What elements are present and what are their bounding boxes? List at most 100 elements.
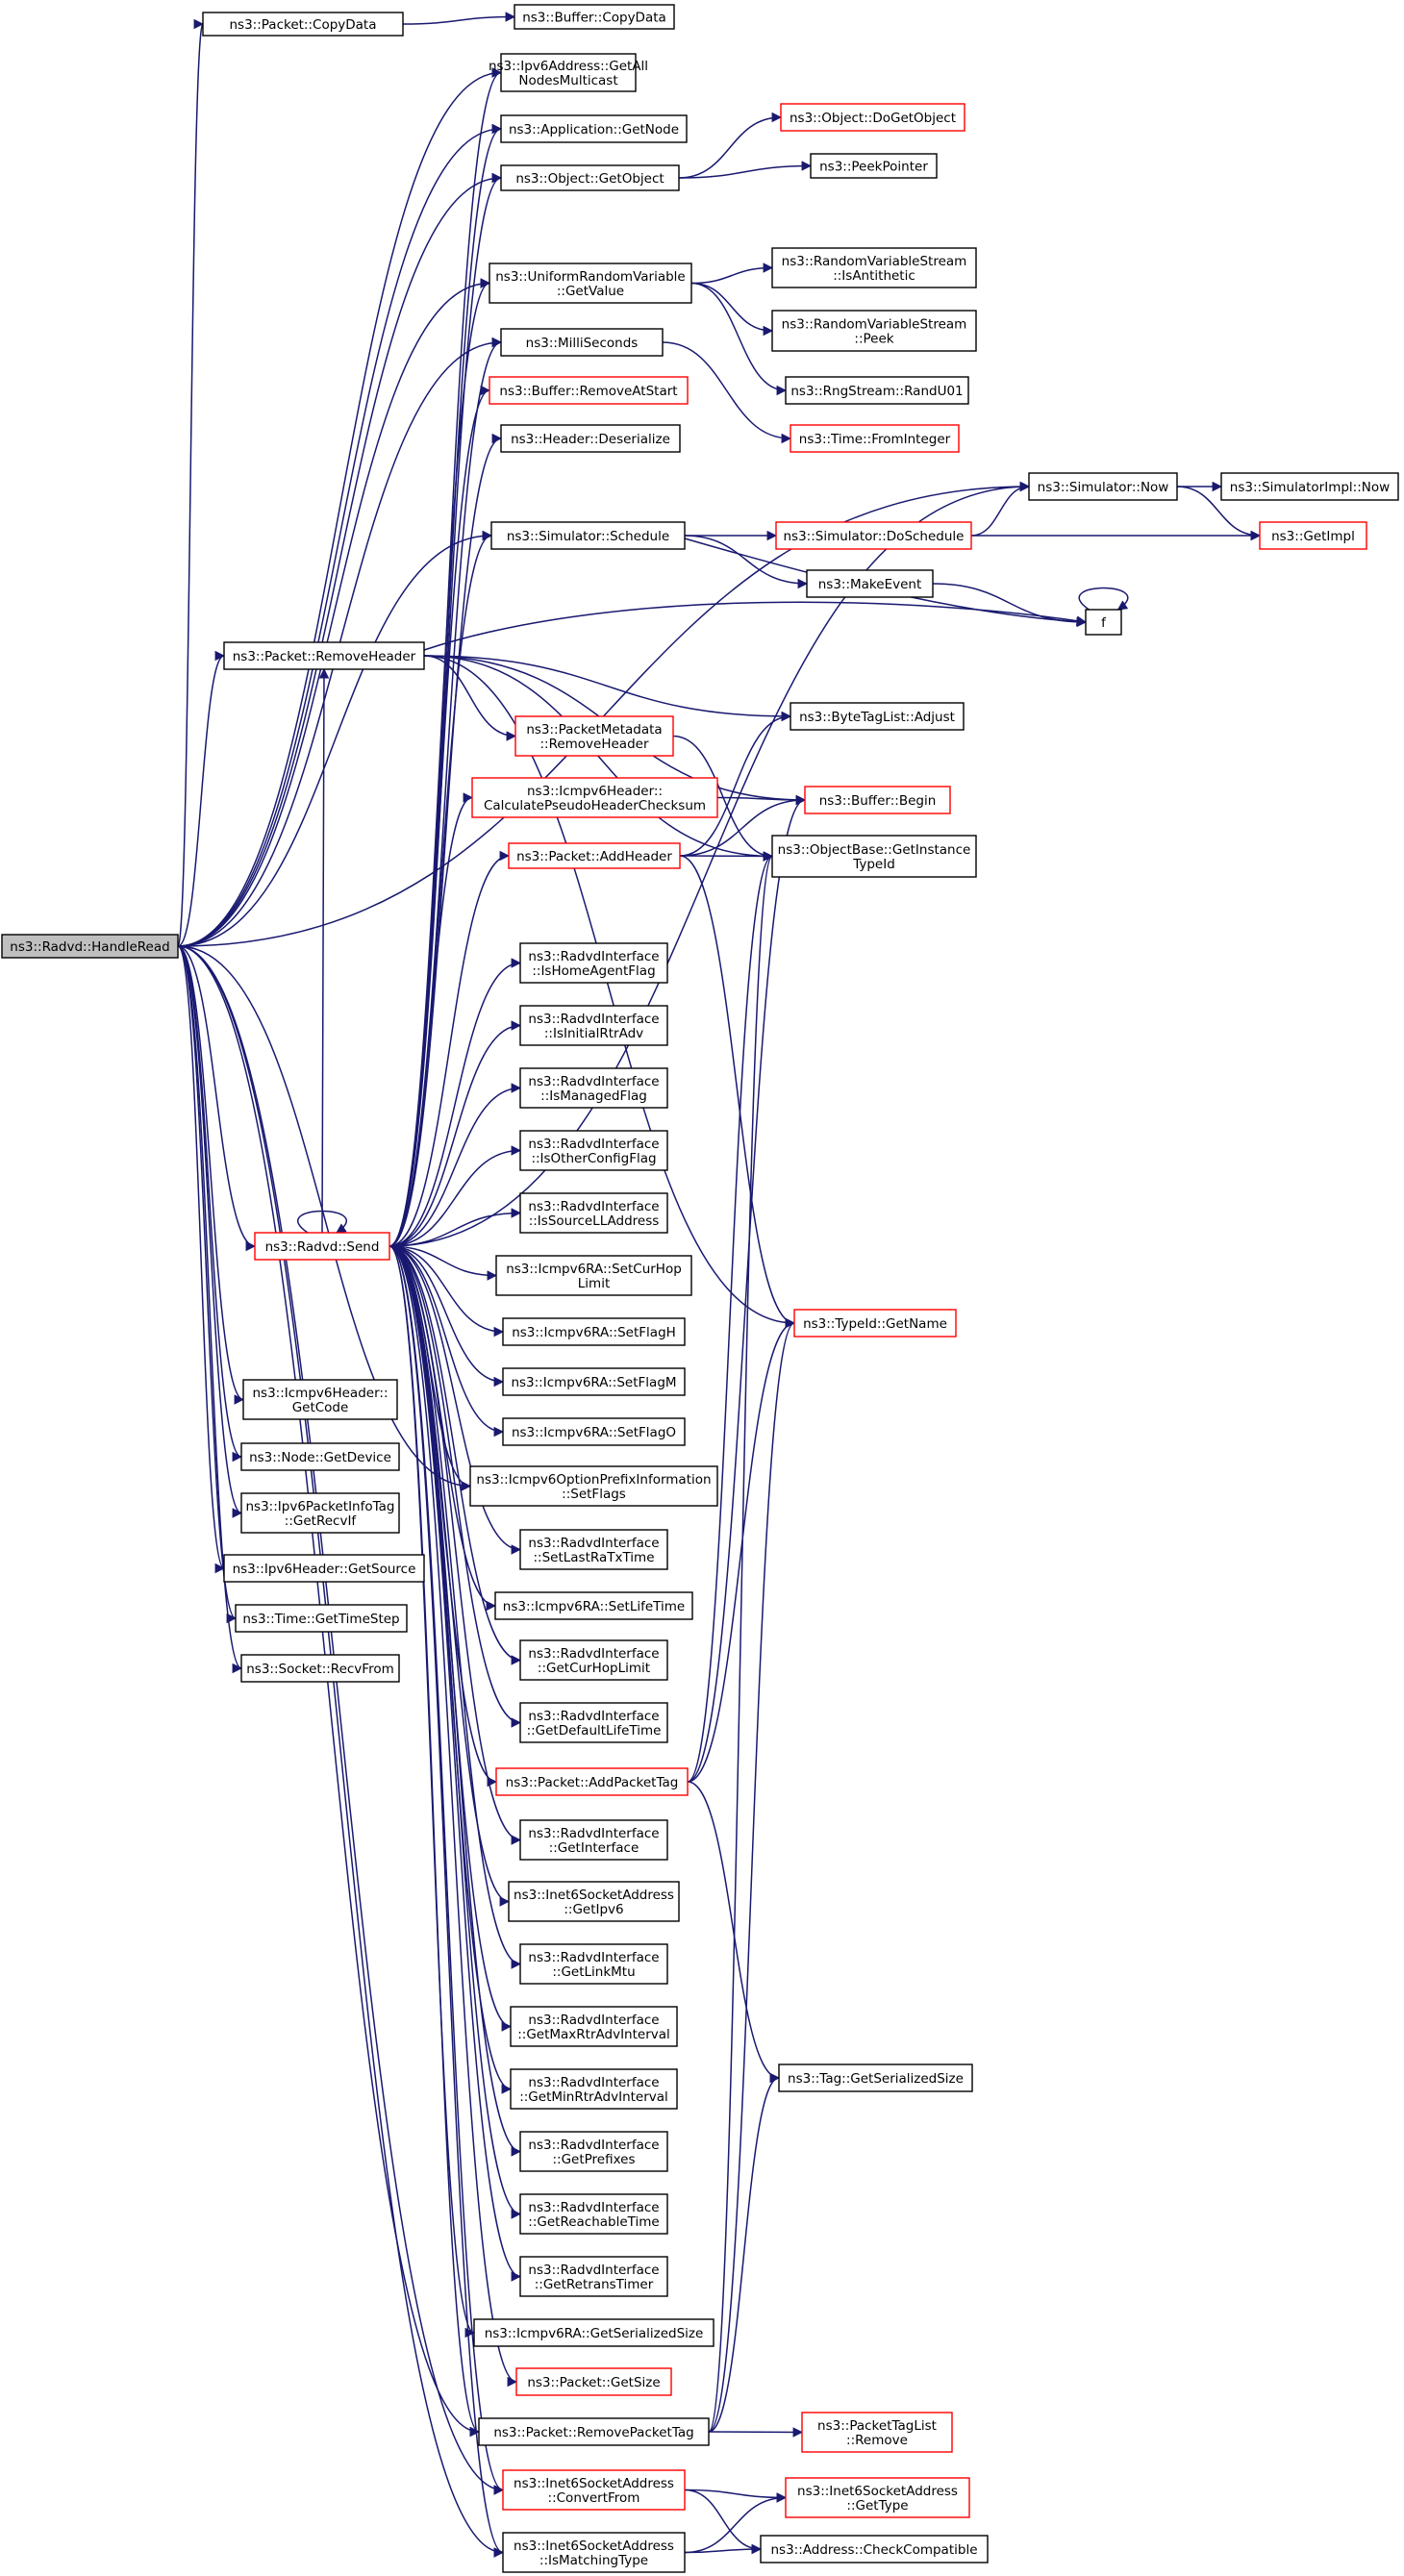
edge-radvd-send-to-rif-getcurhop: [389, 1245, 522, 1665]
node-peekpointer[interactable]: ns3::PeekPointer: [810, 153, 938, 179]
node-makeevent[interactable]: ns3::MakeEvent: [806, 569, 934, 598]
node-urv-getvalue[interactable]: ns3::UniformRandomVariable::GetValue: [489, 263, 692, 304]
node-box: [519, 1005, 668, 1046]
node-pit-getrecvif[interactable]: ns3::Ipv6PacketInfoTag::GetRecvIf: [240, 1492, 400, 1534]
node-sim-now[interactable]: ns3::Simulator::Now: [1028, 472, 1178, 501]
node-pkt-getsize[interactable]: ns3::Packet::GetSize: [515, 2367, 672, 2396]
node-app-getnode[interactable]: ns3::Application::GetNode: [500, 114, 688, 143]
edge-handle-read-to-pkt-removepackettag: [177, 945, 481, 2438]
node-obj-dogetobject[interactable]: ns3::Object::DoGetObject: [780, 103, 965, 132]
node-rif-isother[interactable]: ns3::RadvdInterface::IsOtherConfigFlag: [519, 1130, 668, 1171]
node-pkt-addpackettag[interactable]: ns3::Packet::AddPacketTag: [495, 1767, 689, 1796]
node-rif-issourcell[interactable]: ns3::RadvdInterface::IsSourceLLAddress: [519, 1192, 668, 1234]
node-typeid-getname[interactable]: ns3::TypeId::GetName: [793, 1309, 957, 1338]
node-i6sa-getipv6[interactable]: ns3::Inet6SocketAddress::GetIpv6: [508, 1881, 680, 1922]
node-icmp-pseudo[interactable]: ns3::Icmpv6Header::CalculatePseudoHeader…: [471, 777, 718, 818]
node-ptl-remove[interactable]: ns3::PacketTagList::Remove: [801, 2412, 953, 2453]
node-addr-checkcompat[interactable]: ns3::Address::CheckCompatible: [760, 2535, 989, 2563]
node-buf-begin[interactable]: ns3::Buffer::Begin: [804, 786, 951, 814]
node-millisec[interactable]: ns3::MilliSeconds: [500, 328, 664, 357]
node-label: ns3::MilliSeconds: [526, 336, 639, 351]
node-rif-getreachable[interactable]: ns3::RadvdInterface::GetReachableTime: [519, 2193, 668, 2235]
node-box: [778, 2063, 973, 2092]
node-box: [1220, 472, 1399, 501]
node-label: ::GetValue: [557, 284, 624, 299]
edge-handle-read-to-i6sa-ismatching: [177, 945, 505, 2558]
edge-handle-read-to-opi-setflags: [177, 945, 472, 1491]
node-ra-setflagm[interactable]: ns3::Icmpv6RA::SetFlagM: [502, 1367, 686, 1396]
node-pkt-removepackettag[interactable]: ns3::Packet::RemovePacketTag: [478, 2417, 710, 2446]
node-rif-getinterface[interactable]: ns3::RadvdInterface::GetInterface: [519, 1819, 668, 1861]
node-pkt-copydata[interactable]: ns3::Packet::CopyData: [202, 12, 404, 37]
node-time-frominteger[interactable]: ns3::Time::FromInteger: [790, 424, 960, 453]
node-buf-copydata[interactable]: ns3::Buffer::CopyData: [514, 4, 675, 30]
node-i6sa-convertfrom[interactable]: ns3::Inet6SocketAddress::ConvertFrom: [502, 2469, 686, 2511]
node-sim-doschedule[interactable]: ns3::Simulator::DoSchedule: [775, 521, 972, 550]
node-rif-getminrtr[interactable]: ns3::RadvdInterface::GetMinRtrAdvInterva…: [510, 2068, 678, 2110]
node-ra-setlifetime[interactable]: ns3::Icmpv6RA::SetLifeTime: [494, 1591, 693, 1620]
node-sim-schedule[interactable]: ns3::Simulator::Schedule: [490, 521, 686, 550]
node-opi-setflags[interactable]: ns3::Icmpv6OptionPrefixInformation::SetF…: [469, 1465, 718, 1507]
node-sock-recvfrom[interactable]: ns3::Socket::RecvFrom: [240, 1654, 400, 1683]
edge-obj-getobject-to-peekpointer: [678, 161, 813, 179]
node-label: ns3::Buffer::RemoveAtStart: [499, 384, 677, 399]
node-obj-getobject[interactable]: ns3::Object::GetObject: [500, 164, 680, 191]
node-time-gettimestep[interactable]: ns3::Time::GetTimeStep: [235, 1604, 408, 1633]
node-box: [810, 153, 938, 179]
node-rvs-isanti[interactable]: ns3::RandomVariableStream::IsAntithetic: [771, 247, 977, 288]
node-rng-randu01[interactable]: ns3::RngStream::RandU01: [785, 376, 969, 405]
node-rif-getlinkmtu[interactable]: ns3::RadvdInterface::GetLinkMtu: [519, 1943, 668, 1985]
node-rif-ishomeagent[interactable]: ns3::RadvdInterface::IsHomeAgentFlag: [519, 942, 668, 984]
node-node-getdevice[interactable]: ns3::Node::GetDevice: [240, 1442, 400, 1471]
node-label: ns3::Ipv6PacketInfoTag: [246, 1499, 395, 1514]
edge-radvd-send-to-rif-getinterface: [389, 1245, 522, 1845]
edge-handle-read-to-sock-recvfrom: [177, 945, 243, 1674]
node-label: ns3::RadvdInterface: [528, 2138, 659, 2153]
node-box: [519, 1702, 668, 1743]
node-rif-getmaxrtr[interactable]: ns3::RadvdInterface::GetMaxRtrAdvInterva…: [510, 2006, 678, 2047]
node-box: [223, 641, 425, 670]
node-pmd-removeheader[interactable]: ns3::PacketMetadata::RemoveHeader: [514, 715, 674, 757]
edge-pkt-removeheader-to-f: [423, 601, 1088, 651]
node-tag-getsersize[interactable]: ns3::Tag::GetSerializedSize: [778, 2063, 973, 2092]
node-rif-getretrans[interactable]: ns3::RadvdInterface::GetRetransTimer: [519, 2256, 668, 2297]
node-f[interactable]: f: [1085, 609, 1122, 636]
node-handle-read[interactable]: ns3::Radvd::HandleRead: [1, 934, 179, 959]
node-i6sa-gettype[interactable]: ns3::Inet6SocketAddress::GetType: [785, 2477, 970, 2518]
node-getimpl[interactable]: ns3::GetImpl: [1259, 521, 1367, 550]
node-pkt-removeheader[interactable]: ns3::Packet::RemoveHeader: [223, 641, 425, 670]
node-pkt-addheader[interactable]: ns3::Packet::AddHeader: [508, 842, 681, 869]
node-rif-getdeflife[interactable]: ns3::RadvdInterface::GetDefaultLifeTime: [519, 1702, 668, 1743]
node-rif-getprefixes[interactable]: ns3::RadvdInterface::GetPrefixes: [519, 2131, 668, 2172]
node-label: ns3::Simulator::Now: [1038, 480, 1169, 495]
node-simimpl-now[interactable]: ns3::SimulatorImpl::Now: [1220, 472, 1399, 501]
node-ra-getsersize[interactable]: ns3::Icmpv6RA::GetSerializedSize: [473, 2318, 715, 2347]
node-rif-ismanaged[interactable]: ns3::RadvdInterface::IsManagedFlag: [519, 1067, 668, 1109]
node-rvs-peek[interactable]: ns3::RandomVariableStream::Peek: [771, 310, 977, 352]
node-radvd-send[interactable]: ns3::Radvd::Send: [254, 1232, 390, 1261]
node-box: [1, 934, 179, 959]
node-icmp-getcode[interactable]: ns3::Icmpv6Header::GetCode: [242, 1379, 398, 1420]
node-ipv6h-getsource[interactable]: ns3::Ipv6Header::GetSource: [223, 1554, 425, 1583]
node-label: Limit: [578, 1276, 610, 1291]
node-label: NodesMulticast: [518, 73, 617, 88]
node-btl-adjust[interactable]: ns3::ByteTagList::Adjust: [790, 702, 965, 731]
node-label: ns3::Application::GetNode: [509, 122, 679, 138]
edge-handle-read-to-radvd-send: [177, 945, 257, 1252]
node-rif-isinitial[interactable]: ns3::RadvdInterface::IsInitialRtrAdv: [519, 1005, 668, 1046]
node-hdr-deserialize[interactable]: ns3::Header::Deserialize: [500, 424, 681, 453]
node-box: [775, 521, 972, 550]
node-label: ns3::Address::CheckCompatible: [770, 2542, 977, 2558]
node-i6sa-ismatching[interactable]: ns3::Inet6SocketAddress::IsMatchingType: [502, 2532, 686, 2573]
node-ra-setflagh[interactable]: ns3::Icmpv6RA::SetFlagH: [502, 1317, 686, 1346]
node-ra-setflago[interactable]: ns3::Icmpv6RA::SetFlagO: [502, 1417, 686, 1446]
node-rif-setlastra[interactable]: ns3::RadvdInterface::SetLastRaTxTime: [519, 1529, 668, 1570]
edge-radvd-send-to-ra-setflagm: [389, 1245, 505, 1388]
node-label: ns3::Time::GetTimeStep: [242, 1612, 399, 1627]
node-buf-removeatstart[interactable]: ns3::Buffer::RemoveAtStart: [489, 376, 689, 405]
edge-radvd-send-to-rif-getretrans: [389, 1245, 522, 2282]
node-rif-getcurhop[interactable]: ns3::RadvdInterface::GetCurHopLimit: [519, 1639, 668, 1681]
